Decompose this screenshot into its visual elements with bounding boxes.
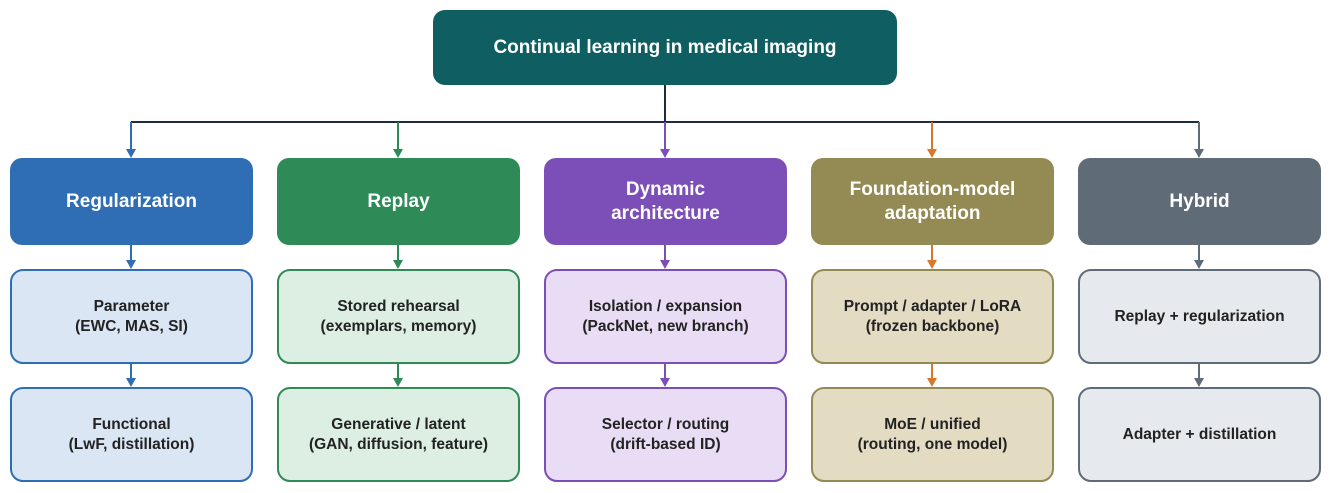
leaf-prompt-adapter-lora: Prompt / adapter / LoRA (frozen backbone…: [811, 269, 1054, 364]
head-to-leaf-arrow-3-arrowhead: [927, 260, 937, 269]
branch-arrow-4-arrowhead: [1194, 149, 1204, 158]
branch-arrow-0-arrowhead: [126, 149, 136, 158]
branch-foundation-model-adaptation: Foundation-model adaptation: [811, 158, 1054, 245]
leaf-moe-unified: MoE / unified (routing, one model): [811, 387, 1054, 482]
head-to-leaf-arrow-4-arrowhead: [1194, 260, 1204, 269]
leaf-to-leaf-arrow-3-arrowhead: [927, 378, 937, 387]
leaf-selector-routing: Selector / routing (drift-based ID): [544, 387, 787, 482]
leaf-replay-regularization: Replay + regularization: [1078, 269, 1321, 364]
branch-regularization: Regularization: [10, 158, 253, 245]
head-to-leaf-arrow-1-arrowhead: [393, 260, 403, 269]
leaf-parameter: Parameter (EWC, MAS, SI): [10, 269, 253, 364]
head-to-leaf-arrow-2-arrowhead: [660, 260, 670, 269]
head-to-leaf-arrow-0-arrowhead: [126, 260, 136, 269]
root-node: Continual learning in medical imaging: [433, 10, 897, 85]
leaf-stored-rehearsal: Stored rehearsal (exemplars, memory): [277, 269, 520, 364]
leaf-to-leaf-arrow-1-arrowhead: [393, 378, 403, 387]
leaf-isolation-expansion: Isolation / expansion (PackNet, new bran…: [544, 269, 787, 364]
leaf-adapter-distillation: Adapter + distillation: [1078, 387, 1321, 482]
leaf-to-leaf-arrow-4-arrowhead: [1194, 378, 1204, 387]
branch-arrow-3-arrowhead: [927, 149, 937, 158]
leaf-to-leaf-arrow-0-arrowhead: [126, 378, 136, 387]
leaf-functional: Functional (LwF, distillation): [10, 387, 253, 482]
branch-arrow-1-arrowhead: [393, 149, 403, 158]
leaf-to-leaf-arrow-2-arrowhead: [660, 378, 670, 387]
branch-arrow-2-arrowhead: [660, 149, 670, 158]
branch-dynamic-architecture: Dynamic architecture: [544, 158, 787, 245]
branch-hybrid: Hybrid: [1078, 158, 1321, 245]
leaf-generative-latent: Generative / latent (GAN, diffusion, fea…: [277, 387, 520, 482]
branch-replay: Replay: [277, 158, 520, 245]
